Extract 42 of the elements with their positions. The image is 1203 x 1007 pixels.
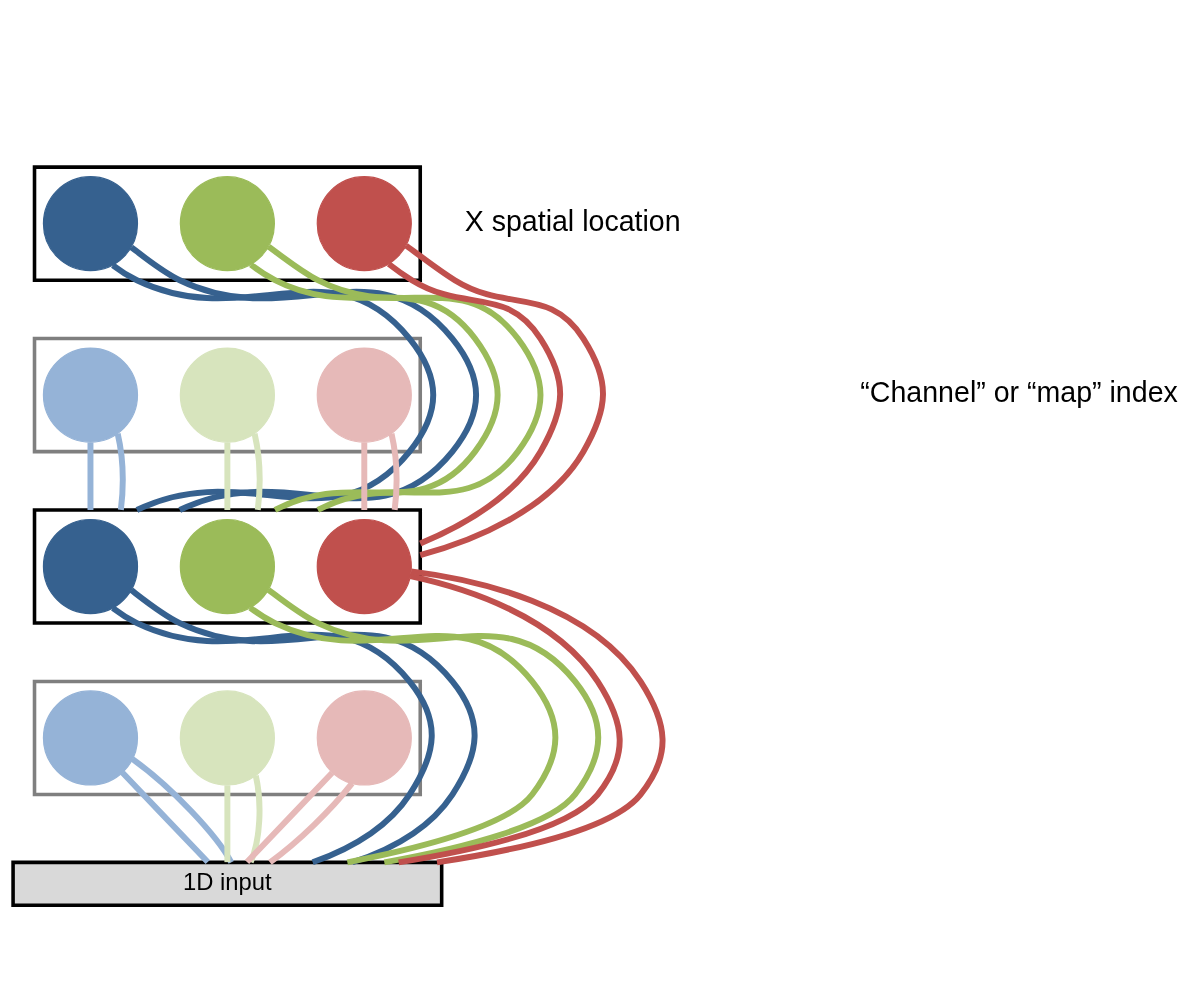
connector bbox=[114, 432, 126, 510]
connector bbox=[249, 261, 501, 513]
connector bbox=[386, 261, 563, 546]
connector bbox=[130, 756, 234, 864]
node-circle bbox=[179, 175, 275, 271]
cluster bbox=[32, 679, 423, 796]
connector bbox=[248, 604, 559, 865]
connector bbox=[129, 587, 478, 865]
connector bbox=[87, 442, 94, 510]
connector bbox=[111, 605, 435, 865]
connector bbox=[224, 784, 231, 862]
connector bbox=[266, 586, 602, 865]
connector bbox=[388, 432, 400, 510]
connector bbox=[244, 770, 335, 864]
node-circle bbox=[179, 346, 275, 443]
node-circle bbox=[179, 689, 275, 786]
node-box: 1D input bbox=[11, 860, 444, 907]
label: “Channel” or “map” index bbox=[860, 375, 1178, 408]
cluster bbox=[32, 336, 423, 453]
label: X spatial location bbox=[464, 204, 681, 237]
cluster bbox=[32, 164, 423, 282]
node-circle bbox=[179, 518, 275, 614]
connector bbox=[404, 242, 606, 558]
node-circle bbox=[316, 175, 412, 271]
connector bbox=[111, 262, 437, 513]
connector bbox=[361, 442, 368, 510]
connector bbox=[268, 781, 355, 865]
node-circle bbox=[42, 689, 139, 786]
connector bbox=[251, 432, 263, 510]
node-circle bbox=[316, 689, 412, 786]
node-circle bbox=[316, 346, 412, 443]
connector bbox=[398, 572, 623, 865]
node-circle bbox=[42, 175, 139, 271]
connector bbox=[224, 442, 231, 510]
node-circle bbox=[42, 346, 139, 443]
node-circle bbox=[42, 518, 139, 614]
node-circle bbox=[316, 518, 412, 614]
connector bbox=[120, 770, 210, 864]
connector bbox=[129, 244, 479, 513]
connector bbox=[266, 243, 544, 513]
cluster bbox=[32, 507, 423, 625]
connector bbox=[410, 567, 666, 865]
